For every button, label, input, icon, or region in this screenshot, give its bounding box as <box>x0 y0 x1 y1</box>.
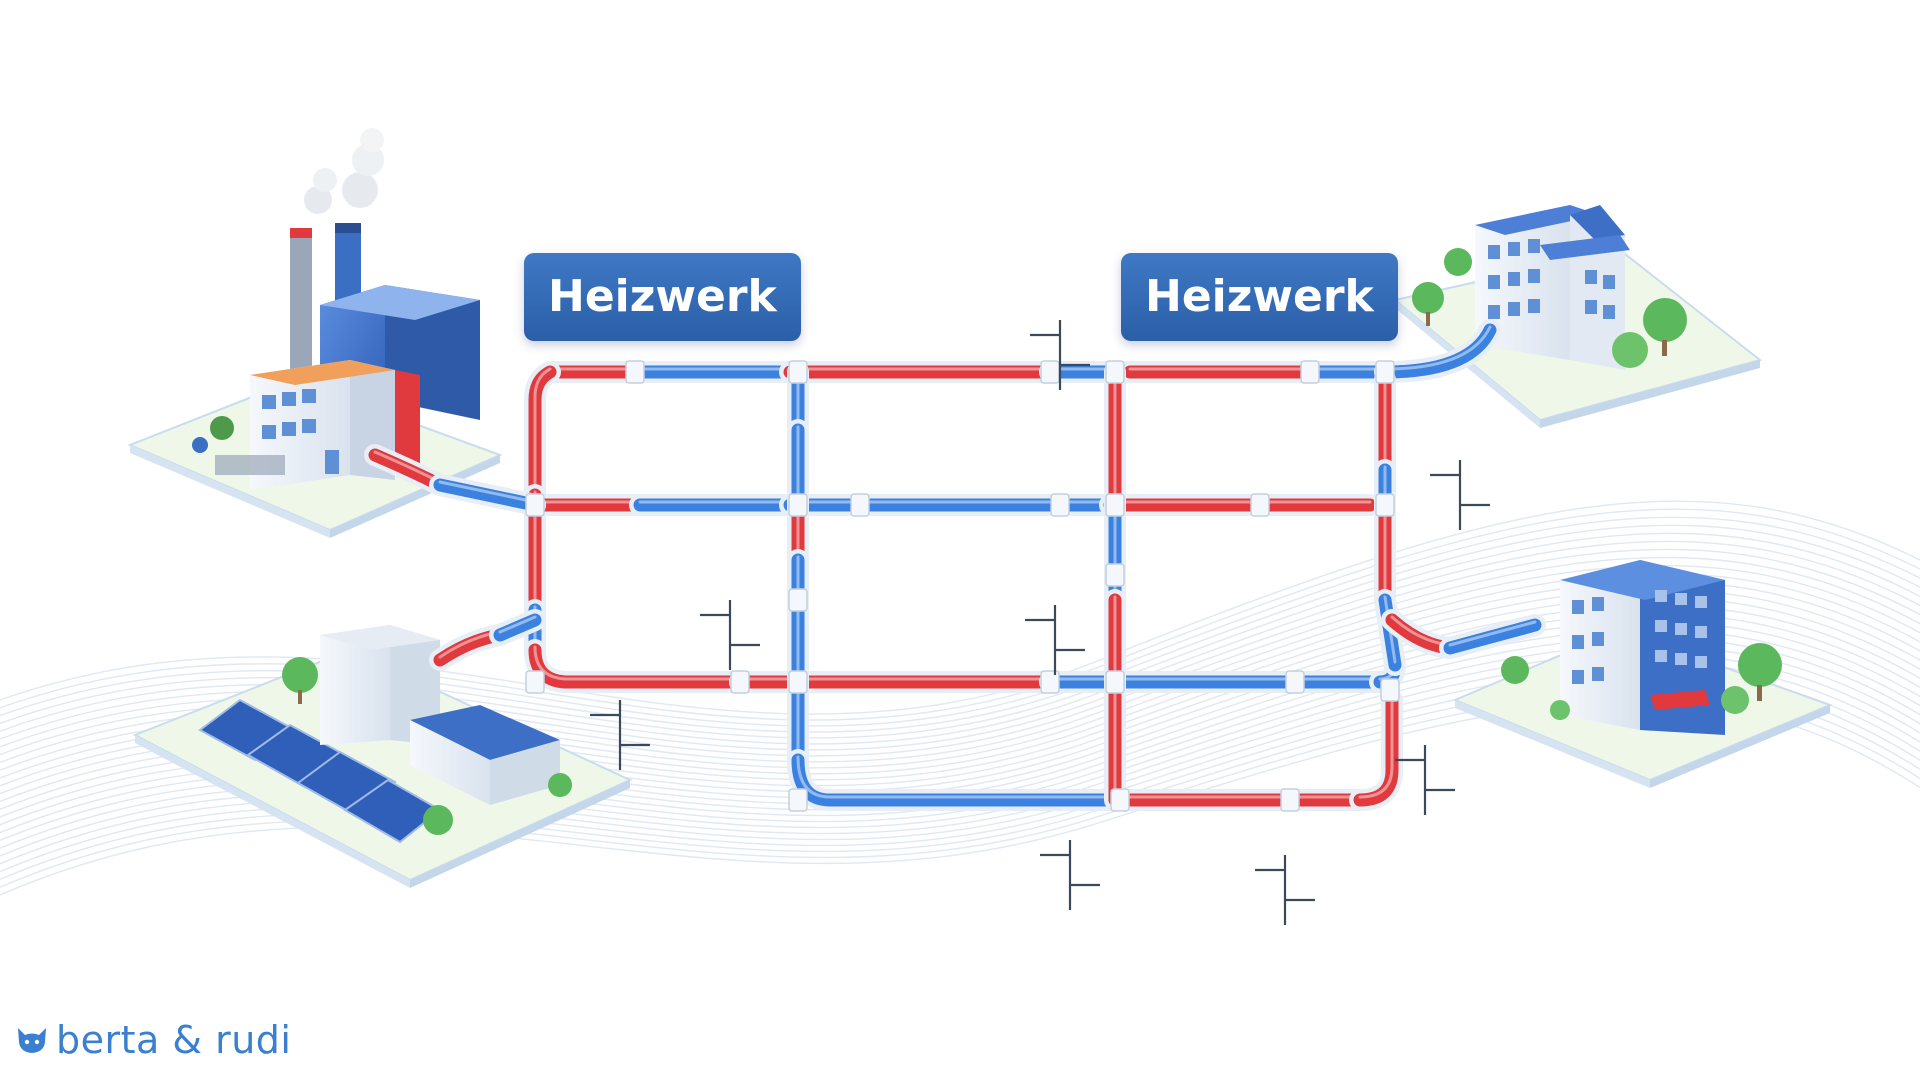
pipe-joint-collar <box>525 493 545 517</box>
return-pipe-segment <box>1443 618 1542 655</box>
pipe-joint-collar <box>525 670 545 694</box>
pipe-highlight <box>438 480 537 504</box>
pipe-joint-collar <box>1105 670 1125 694</box>
pipe-joint-collar <box>1040 360 1060 384</box>
heating-plant-label-left: Heizwerk <box>524 253 801 341</box>
pipe-joint-collar <box>788 493 808 517</box>
site-heating-plant-left <box>127 128 503 538</box>
pipe-joint-collar <box>1380 678 1400 702</box>
pipe-joint-collar <box>1280 788 1300 812</box>
pipe-highlight <box>533 645 742 681</box>
supply-pipe-segment <box>1353 693 1399 807</box>
site-office-building-top-right <box>1392 205 1763 428</box>
pipe-joint-collar <box>1040 670 1060 694</box>
branch-stub <box>1255 855 1315 925</box>
branch-stub <box>1030 320 1090 390</box>
branch-stub <box>700 600 760 670</box>
pipe-joint-collar <box>1300 360 1320 384</box>
return-pipe-segment <box>791 753 1127 807</box>
pipe-joint-collar <box>788 670 808 694</box>
pipe-highlight <box>533 367 552 494</box>
site-solar-field-bottom-left <box>132 625 633 888</box>
pipe-highlight <box>796 755 1122 799</box>
pipe-joint-collar <box>625 360 645 384</box>
return-pipe-segment <box>433 478 542 512</box>
branch-stub <box>1430 460 1490 530</box>
branch-connection-stubs <box>590 320 1490 925</box>
pipe-network <box>364 319 1546 812</box>
branch-stub <box>1040 840 1100 910</box>
pipe-joint-collar <box>788 588 808 612</box>
brand-name: berta & rudi <box>56 1018 292 1062</box>
site-office-building-bottom-right <box>1452 560 1833 788</box>
supply-pipe-segment <box>528 643 747 689</box>
pipe-joint-collar <box>1050 493 1070 517</box>
pipe-joint-collar <box>1110 788 1130 812</box>
pipe-joint-collar <box>788 788 808 812</box>
pipe-joint-collar <box>1250 493 1270 517</box>
pipe-joint-collar <box>850 493 870 517</box>
pipe-joint-collar <box>1285 670 1305 694</box>
return-pipe-segment <box>1378 323 1497 379</box>
heating-plant-label-right: Heizwerk <box>1121 253 1398 341</box>
cat-head-icon <box>18 1028 46 1053</box>
pipe-joint-collar <box>1375 360 1395 384</box>
return-pipe-segment <box>493 613 542 642</box>
pipe-highlight <box>1448 620 1537 647</box>
pipe-highlight <box>1358 695 1394 799</box>
branch-stub <box>1025 605 1085 675</box>
brand-logo: berta & rudi <box>14 1012 291 1068</box>
supply-pipe-segment <box>528 365 557 502</box>
pipe-highlight <box>498 615 537 634</box>
branch-stub <box>590 700 650 770</box>
pipe-joint-collar <box>1105 493 1125 517</box>
branch-stub <box>1395 745 1455 815</box>
pipe-highlight <box>1383 325 1492 371</box>
pipe-joint-collar <box>1105 563 1125 587</box>
pipe-joint-collar <box>1375 493 1395 517</box>
pipe-joint-collar <box>788 360 808 384</box>
pipe-joint-collar <box>730 670 750 694</box>
pipe-joint-collar <box>1105 360 1125 384</box>
